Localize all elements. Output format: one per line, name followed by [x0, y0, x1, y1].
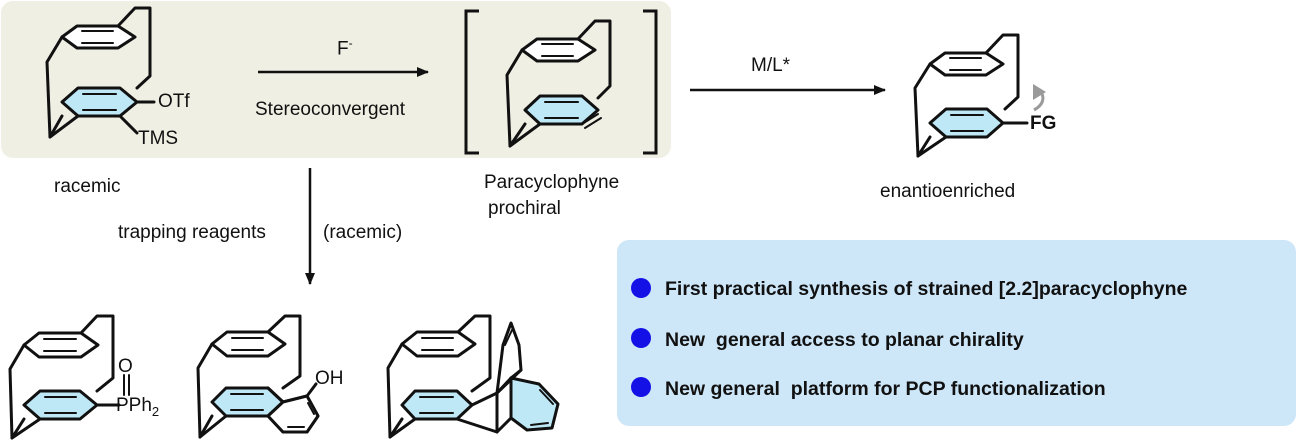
starting-panel: [1, 1, 671, 158]
highlight-3: New general platform for PCP functionali…: [665, 378, 1106, 400]
trapping-racemic-label: (racemic): [323, 222, 403, 243]
phosphine-oxide-product-structure: [8, 314, 130, 440]
tms-label: TMS: [138, 128, 179, 149]
bullet-icon: [631, 328, 651, 348]
pph2-subscript: 2: [151, 403, 160, 419]
trapping-reagents-label: trapping reagents: [118, 222, 266, 243]
oxygen-label: O: [118, 356, 133, 377]
paracyclophyne-structure: [505, 19, 612, 148]
naphthol-product-structure: [196, 314, 320, 439]
paracyclophyne-label: Paracyclophyne: [484, 172, 620, 193]
bullet-icon: [631, 278, 651, 298]
bullet-icon: [631, 377, 651, 397]
enantioenriched-product-structure: [913, 33, 1029, 158]
oh-label: OH: [315, 368, 344, 389]
anthracene-adduct-structure: [386, 314, 560, 439]
otf-label: OTf: [158, 91, 190, 112]
reagent-f-charge: -: [348, 36, 353, 50]
rotation-arrowhead-icon: [1033, 84, 1046, 100]
stereoconvergent-label: Stereoconvergent: [255, 99, 405, 120]
starting-material-structure: [45, 6, 156, 139]
catalyst-label: M/L*: [751, 55, 791, 76]
prochiral-label: prochiral: [488, 198, 561, 219]
highlight-2: New general access to planar chirality: [665, 329, 1024, 351]
pph2-label: PPh2: [116, 395, 160, 419]
racemic-label: racemic: [54, 176, 121, 197]
fg-label: FG: [1030, 113, 1057, 134]
reagent-f: F-: [337, 36, 353, 60]
intermediate-brackets: [464, 9, 658, 155]
highlights-box: First practical synthesis of strained [2…: [617, 240, 1296, 426]
enantioenriched-label: enantioenriched: [880, 181, 1016, 202]
highlight-1: First practical synthesis of strained [2…: [665, 278, 1188, 300]
